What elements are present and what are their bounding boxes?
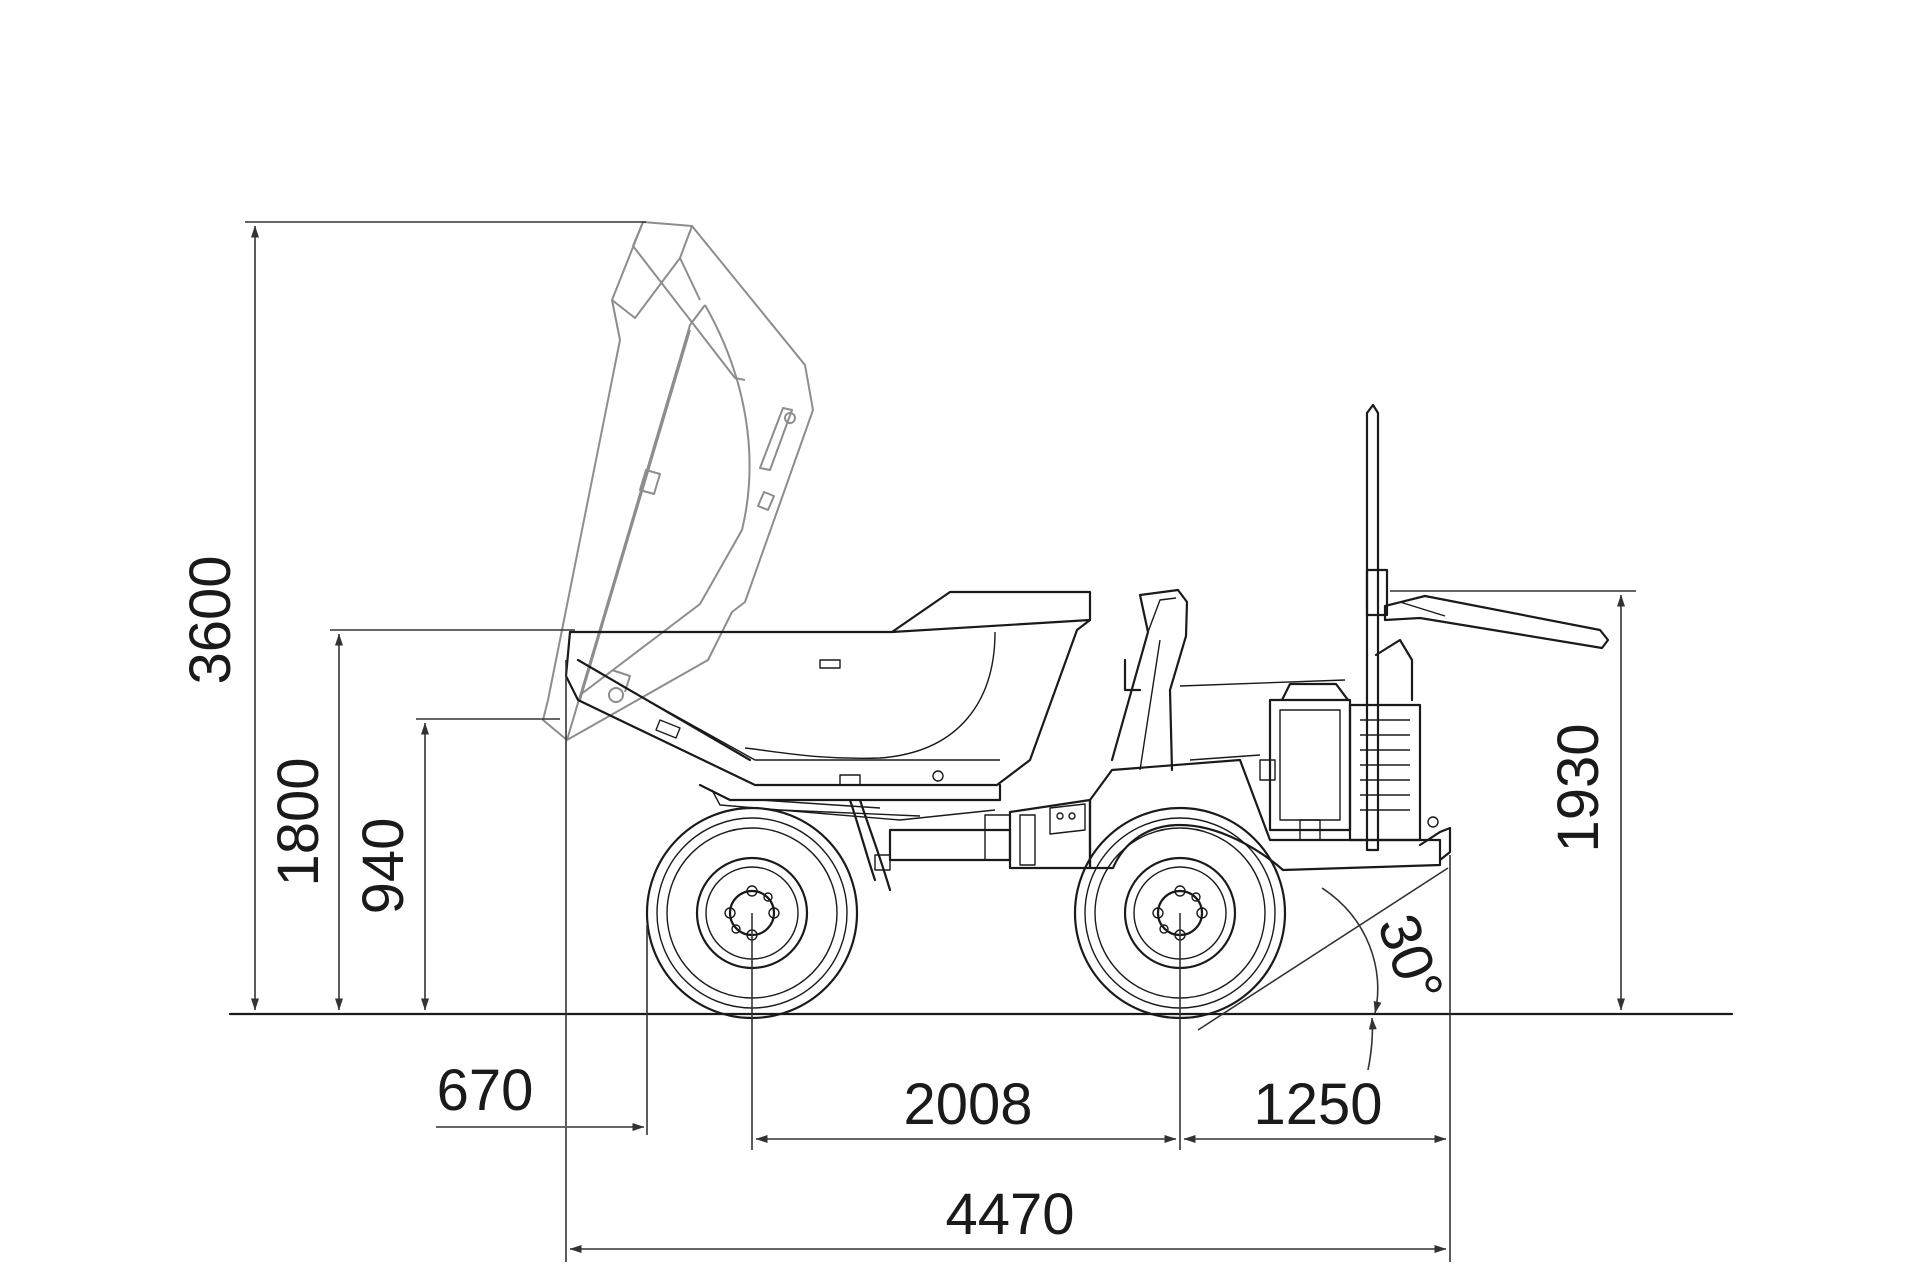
dim-skip-height: 1800 <box>266 757 331 886</box>
dumper-body <box>564 403 1610 892</box>
skip-bucket <box>564 590 1092 787</box>
dim-front-overhang: 670 <box>437 1058 534 1123</box>
operator-seat <box>1110 588 1189 772</box>
rear-lever <box>1383 594 1610 650</box>
dim-tipped-height: 3600 <box>178 555 243 684</box>
dim-rollbar-height: 1930 <box>1546 723 1611 852</box>
dim-rear-overhang: 1250 <box>1253 1072 1382 1137</box>
rollbar <box>1365 403 1380 852</box>
tipped-skip-outline <box>542 221 814 741</box>
dim-wheelbase: 2008 <box>903 1072 1032 1137</box>
dim-overall-length: 4470 <box>945 1182 1074 1247</box>
dimension-lines <box>245 221 1636 1262</box>
dim-discharge-height: 940 <box>351 818 416 915</box>
engine-block <box>1088 758 1442 872</box>
